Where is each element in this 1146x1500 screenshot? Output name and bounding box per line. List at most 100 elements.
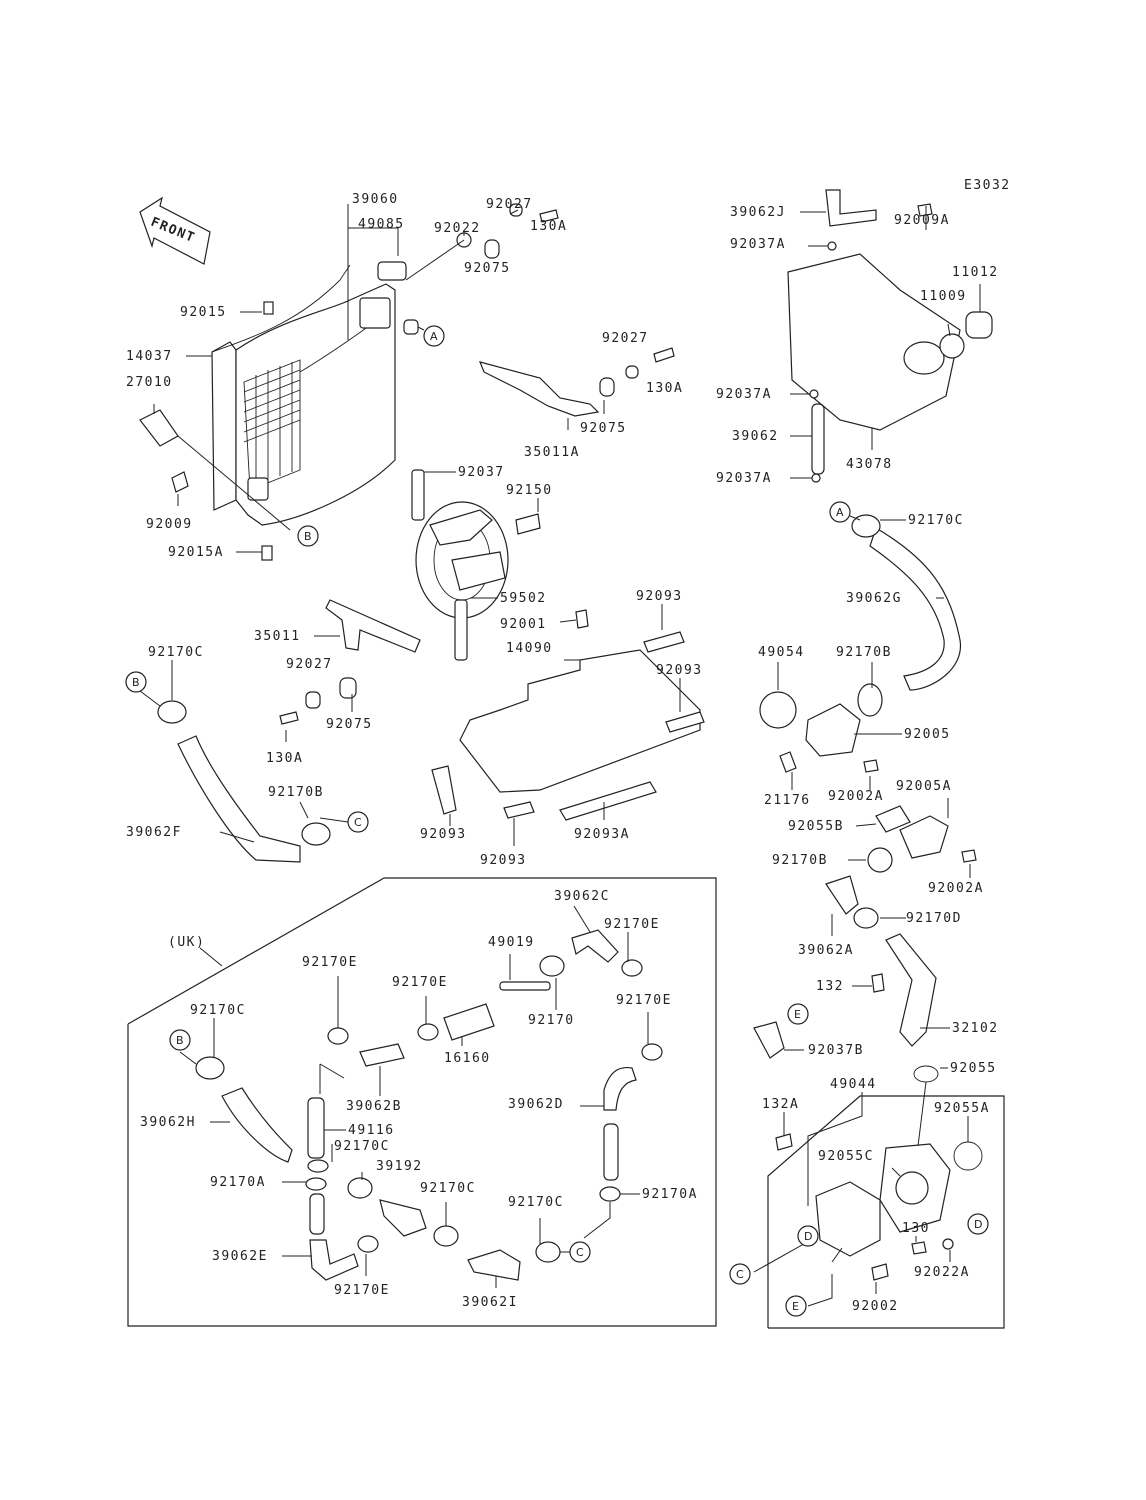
- clamp-92170a-2: [599, 1186, 621, 1202]
- bolt-92002a-2: [961, 849, 977, 863]
- label-92009: 92009: [146, 517, 193, 532]
- seal-92093-a: [643, 631, 685, 653]
- label-92170e-4: 92170E: [616, 993, 672, 1008]
- hose-39062f: [177, 735, 301, 863]
- label-92055: 92055: [950, 1061, 997, 1076]
- bracket-92037b: [753, 1021, 785, 1059]
- svg-text:E: E: [792, 1300, 799, 1313]
- callout-c-uk: C: [569, 1241, 591, 1263]
- label-92170e-1: 92170E: [604, 917, 660, 932]
- clip-92015a: [261, 545, 273, 561]
- seal-92093-d: [503, 801, 535, 819]
- label-92001: 92001: [500, 617, 547, 632]
- label-130: 130: [902, 1221, 930, 1236]
- label-92037a-top: 92037A: [730, 237, 786, 252]
- diagram-code: E3032: [964, 178, 1011, 193]
- label-92002a-1: 92002A: [828, 789, 884, 804]
- svg-text:E: E: [794, 1008, 801, 1021]
- label-16160: 16160: [444, 1051, 491, 1066]
- thermostat-49054: [759, 691, 797, 729]
- svg-text:C: C: [576, 1246, 584, 1259]
- filter-16160: [443, 1003, 495, 1041]
- label-92037a-low: 92037A: [716, 471, 772, 486]
- label-92093-a: 92093: [636, 589, 683, 604]
- label-92093-c: 92093: [420, 827, 467, 842]
- svg-text:A: A: [836, 506, 844, 519]
- label-92037: 92037: [458, 465, 505, 480]
- callout-e-pump: E: [785, 1295, 807, 1317]
- label-32102: 32102: [952, 1021, 999, 1036]
- label-uk: (UK): [168, 935, 205, 950]
- bolt-130a-mid: [653, 347, 675, 363]
- label-92170: 92170: [528, 1013, 575, 1028]
- label-39062: 39062: [732, 429, 779, 444]
- hose-39062c: [571, 929, 619, 963]
- label-92037b: 92037B: [808, 1043, 864, 1058]
- label-92022: 92022: [434, 221, 481, 236]
- clamp-92170e-1: [327, 1027, 349, 1045]
- label-92055b: 92055B: [788, 819, 844, 834]
- label-130a-top: 130A: [530, 219, 567, 234]
- collar-92027-low: [305, 691, 321, 709]
- label-49044: 49044: [830, 1077, 877, 1092]
- label-92075-mid: 92075: [580, 421, 627, 436]
- clamp-92170b-right: [857, 683, 883, 717]
- hose-39062e: [309, 1239, 359, 1281]
- label-35011: 35011: [254, 629, 301, 644]
- label-11012: 11012: [952, 265, 999, 280]
- label-14037: 14037: [126, 349, 173, 364]
- seal-92093-c: [431, 765, 457, 815]
- hose-39062i: [467, 1249, 521, 1281]
- bolt-49019: [499, 981, 551, 991]
- label-39062e: 39062E: [212, 1249, 268, 1264]
- label-92170b-r2: 92170B: [772, 853, 828, 868]
- label-39062j: 39062J: [730, 205, 786, 220]
- label-92027-mid: 92027: [602, 331, 649, 346]
- bolt-92009: [171, 471, 189, 493]
- label-92150: 92150: [506, 483, 553, 498]
- reserve-tank-43078: [787, 253, 961, 431]
- callout-b-radiator: B: [297, 525, 319, 547]
- clamp-39192-side: [347, 1177, 373, 1199]
- clamp-92170c-left: [157, 700, 187, 724]
- clamp-92170c-uk2: [307, 1159, 329, 1173]
- label-92170c-left: 92170C: [148, 645, 204, 660]
- label-92002a-2: 92002A: [928, 881, 984, 896]
- fan-switch-27010: [139, 409, 179, 447]
- radiator: [211, 261, 407, 526]
- label-39062h: 39062H: [140, 1115, 196, 1130]
- label-92037a-mid: 92037A: [716, 387, 772, 402]
- label-92022a: 92022A: [914, 1265, 970, 1280]
- label-39062g: 39062G: [846, 591, 902, 606]
- clamp-92170b-r2: [867, 847, 893, 873]
- label-39062c: 39062C: [554, 889, 610, 904]
- gasket-11009: [939, 333, 965, 359]
- label-92005: 92005: [904, 727, 951, 742]
- svg-text:B: B: [304, 530, 312, 543]
- svg-text:B: B: [132, 676, 140, 689]
- housing-92005: [805, 703, 861, 757]
- label-59502: 59502: [500, 591, 547, 606]
- bolt-132a: [775, 1133, 793, 1151]
- label-39192: 39192: [376, 1159, 423, 1174]
- label-92002: 92002: [852, 1299, 899, 1314]
- collar-92027-mid: [625, 365, 639, 379]
- front-arrow-icon: FRONT: [139, 196, 211, 265]
- label-39062f: 39062F: [126, 825, 182, 840]
- label-92170b-right: 92170B: [836, 645, 892, 660]
- label-92015a: 92015A: [168, 545, 224, 560]
- label-39062a: 39062A: [798, 943, 854, 958]
- cap-11012: [965, 311, 993, 339]
- gasket-92055b: [875, 805, 911, 833]
- grommet-92075-low: [339, 677, 357, 699]
- label-92075-top: 92075: [464, 261, 511, 276]
- clamp-92170e-5: [357, 1235, 379, 1253]
- label-92170a-2: 92170A: [642, 1187, 698, 1202]
- clip-92015: [263, 301, 274, 315]
- seal-92093a: [559, 781, 657, 821]
- clamp-92170c-right: [851, 514, 881, 538]
- label-21176: 21176: [764, 793, 811, 808]
- label-43078: 43078: [846, 457, 893, 472]
- bracket-35011: [325, 599, 421, 653]
